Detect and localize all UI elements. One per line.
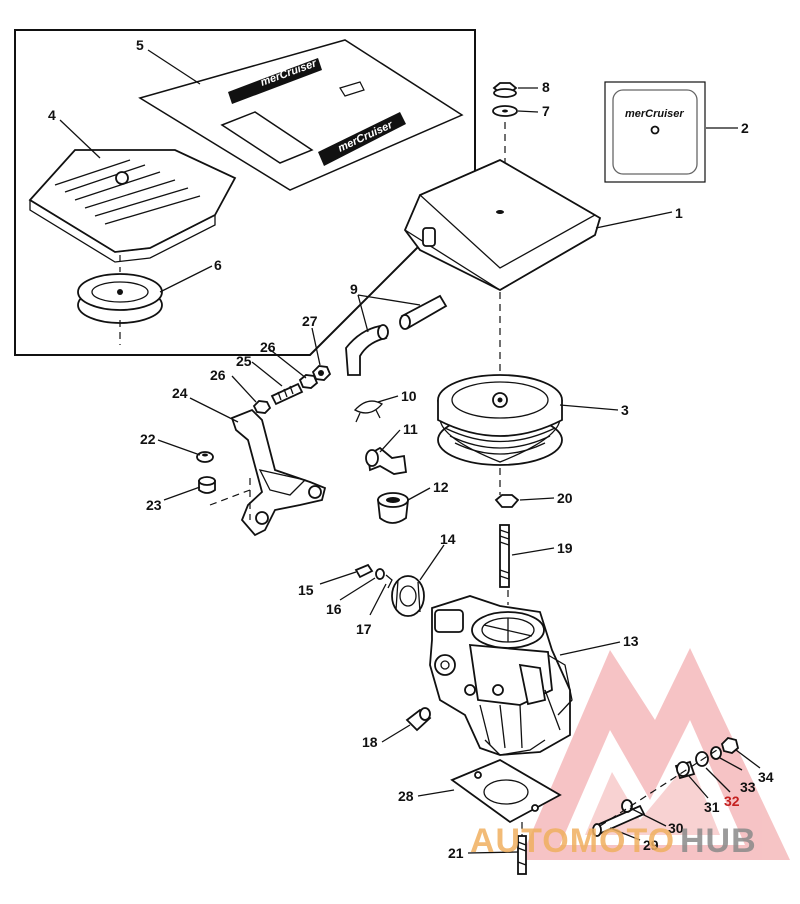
watermark-word-1: AUTOMOTO [470, 822, 675, 860]
part-8-nut [492, 82, 518, 98]
part-24-bracket [209, 408, 327, 537]
callout-7: 7 [542, 103, 550, 119]
part-17-spring [385, 574, 393, 589]
callout-28: 28 [398, 788, 414, 804]
part-26-nut-b [298, 374, 319, 389]
callout-10: 10 [401, 388, 417, 404]
part-34-nut [720, 737, 740, 754]
callout-31: 31 [704, 799, 720, 815]
part-27-nut [311, 365, 332, 381]
callout-16: 16 [326, 601, 342, 617]
watermark-word-2: HUB [680, 822, 757, 860]
part-28-gasket [450, 758, 562, 824]
part-2-decal-square: merCruiser [604, 81, 706, 183]
callout-23: 23 [146, 497, 162, 513]
part-19-stud [499, 524, 510, 588]
callout-27: 27 [302, 313, 318, 329]
callout-34: 34 [758, 769, 774, 785]
part-23-spacer [198, 476, 216, 494]
part-7-washer [492, 105, 518, 117]
part-26-nut-a [252, 400, 272, 414]
part-15-screw [354, 563, 374, 579]
part-3-flame-arrestor [437, 374, 563, 466]
callout-15: 15 [298, 582, 314, 598]
callout-6: 6 [214, 257, 222, 273]
callout-26b: 26 [260, 339, 276, 355]
callout-9: 9 [350, 281, 358, 297]
callout-17: 17 [356, 621, 372, 637]
callout-11: 11 [403, 421, 418, 437]
callout-26a: 26 [210, 367, 226, 383]
watermark-logo [520, 648, 790, 860]
part-25-stud [270, 382, 304, 406]
decal-text-square: merCruiser [625, 108, 684, 120]
part-13-carburetor [429, 595, 573, 756]
part-22-nut [196, 451, 214, 463]
callout-14: 14 [440, 531, 456, 547]
callout-20: 20 [557, 490, 573, 506]
callout-8: 8 [542, 79, 550, 95]
part-11-elbow-fitting [365, 446, 408, 475]
callout-5: 5 [136, 37, 144, 53]
callout-22: 22 [140, 431, 156, 447]
part-10-clamp [353, 400, 384, 423]
part-18-fuel-filter [405, 707, 432, 732]
callout-1: 1 [675, 205, 683, 221]
part-12-grommet [376, 492, 410, 524]
callout-4: 4 [48, 107, 56, 123]
callout-12: 12 [433, 479, 449, 495]
part-33-lockwasher [710, 746, 722, 760]
callout-2: 2 [741, 120, 749, 136]
callout-21: 21 [448, 845, 464, 861]
callout-3: 3 [621, 402, 629, 418]
part-30-washer [621, 799, 633, 813]
part-5-decal-sheet: merCruiser merCruiser [138, 39, 464, 191]
part-31-spacer [674, 760, 696, 780]
part-9-hoses [345, 294, 448, 376]
callout-30: 30 [668, 820, 684, 836]
part-16-washer [375, 568, 385, 580]
callout-labels: 1 2 3 4 5 6 7 8 9 10 11 12 13 14 15 16 1… [48, 37, 774, 861]
watermark-text: AUTOMOTO HUB [470, 822, 757, 860]
callout-13: 13 [623, 633, 639, 649]
part-29-bolt [592, 804, 646, 837]
part-20-nut [494, 494, 520, 508]
part-6-spark-arrestor [77, 255, 163, 345]
callout-32: 32 [724, 793, 740, 809]
part-14-choke-pulloff [391, 575, 425, 617]
callout-25: 25 [236, 353, 252, 369]
callout-33: 33 [740, 779, 756, 795]
part-4-finned-cover [28, 149, 237, 263]
inset-box [14, 29, 476, 356]
callout-18: 18 [362, 734, 378, 750]
callout-19: 19 [557, 540, 573, 556]
leader-lines [59, 49, 761, 854]
part-1-air-cleaner-cover [403, 158, 602, 292]
callout-24: 24 [172, 385, 188, 401]
callout-29: 29 [643, 837, 659, 853]
